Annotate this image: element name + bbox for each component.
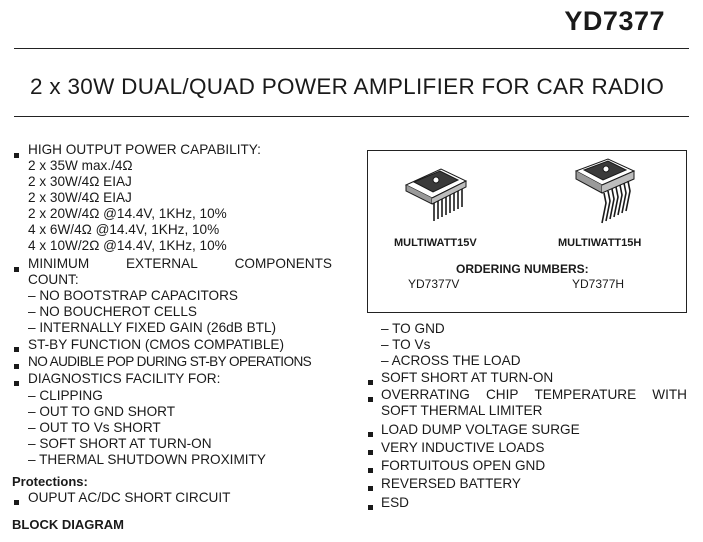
- spec-line: 4 x 10W/2Ω @14.4V, 1KHz, 10%: [28, 238, 227, 253]
- feature-no-pop: NO AUDIBLE POP DURING ST-BY OPERATIONS: [28, 354, 312, 369]
- multiwatt15v-package-icon: [404, 168, 468, 221]
- protections-heading: Protections:: [12, 474, 88, 489]
- header-rule: [14, 48, 689, 49]
- sub-item: – TO Vs: [381, 337, 431, 352]
- sub-item: – NO BOOTSTRAP CAPACITORS: [28, 288, 238, 303]
- bullet-icon: [14, 500, 19, 505]
- protection-item-cont: SOFT THERMAL LIMITER: [381, 403, 543, 418]
- protection-item: ESD: [381, 495, 409, 510]
- package-label-15h: MULTIWATT15H: [558, 237, 642, 249]
- bullet-icon: [14, 364, 19, 369]
- spec-line: 2 x 35W max./4Ω: [28, 158, 133, 173]
- protection-item: FORTUITOUS OPEN GND: [381, 458, 546, 473]
- sub-item: – CLIPPING: [28, 388, 103, 403]
- package-box: MULTIWATT15V MULTIWATT15H ORDERING NUMBE…: [367, 150, 687, 313]
- feature-heading-diagnostics: DIAGNOSTICS FACILITY FOR:: [28, 371, 221, 386]
- ordering-number-v: YD7377V: [408, 277, 460, 291]
- feature-heading-cont: COUNT:: [28, 272, 79, 287]
- sub-item: – ACROSS THE LOAD: [381, 353, 521, 368]
- bullet-icon: [368, 468, 373, 473]
- bullet-icon: [368, 486, 373, 491]
- feature-heading-output-power: HIGH OUTPUT POWER CAPABILITY:: [28, 142, 261, 157]
- protection-item: LOAD DUMP VOLTAGE SURGE: [381, 422, 580, 437]
- protection-item: REVERSED BATTERY: [381, 476, 521, 491]
- protection-item-overrating: OVERRATING CHIP TEMPERATURE WITH: [381, 387, 687, 402]
- part-number: YD7377: [564, 6, 665, 36]
- multiwatt15h-package-icon: [574, 158, 636, 224]
- ordering-number-h: YD7377H: [572, 277, 625, 291]
- feature-heading-min-components: MINIMUM EXTERNAL COMPONENTS: [28, 256, 332, 271]
- protection-item: VERY INDUCTIVE LOADS: [381, 440, 545, 455]
- sub-item: – OUT TO Vs SHORT: [28, 420, 161, 435]
- feature-standby: ST-BY FUNCTION (CMOS COMPATIBLE): [28, 337, 285, 352]
- protection-item: SOFT SHORT AT TURN-ON: [381, 370, 554, 385]
- spec-line: 2 x 30W/4Ω EIAJ: [28, 190, 132, 205]
- bullet-icon: [368, 450, 373, 455]
- block-diagram-heading: BLOCK DIAGRAM: [12, 517, 124, 532]
- bullet-icon: [368, 380, 373, 385]
- sub-item: – SOFT SHORT AT TURN-ON: [28, 436, 212, 451]
- spec-line: 2 x 20W/4Ω @14.4V, 1KHz, 10%: [28, 206, 227, 221]
- sub-item: – OUT TO GND SHORT: [28, 404, 176, 419]
- bullet-icon: [14, 153, 19, 158]
- bullet-icon: [368, 432, 373, 437]
- protection-item: OUPUT AC/DC SHORT CIRCUIT: [28, 490, 231, 505]
- ordering-heading: ORDERING NUMBERS:: [456, 262, 589, 276]
- bullet-icon: [14, 347, 19, 352]
- sub-item: – NO BOUCHEROT CELLS: [28, 304, 197, 319]
- bullet-icon: [368, 505, 373, 510]
- spec-line: 2 x 30W/4Ω EIAJ: [28, 174, 132, 189]
- bullet-icon: [368, 397, 373, 402]
- package-label-15v: MULTIWATT15V: [394, 237, 477, 249]
- bullet-icon: [14, 381, 19, 386]
- title-rule: [14, 116, 689, 117]
- sub-item: – TO GND: [381, 321, 445, 336]
- sub-item: – THERMAL SHUTDOWN PROXIMITY: [28, 452, 266, 467]
- bullet-icon: [14, 267, 19, 272]
- spec-line: 4 x 6W/4Ω @14.4V, 1KHz, 10%: [28, 222, 220, 237]
- document-title: 2 x 30W DUAL/QUAD POWER AMPLIFIER FOR CA…: [30, 74, 665, 99]
- sub-item: – INTERNALLY FIXED GAIN (26dB BTL): [28, 320, 277, 335]
